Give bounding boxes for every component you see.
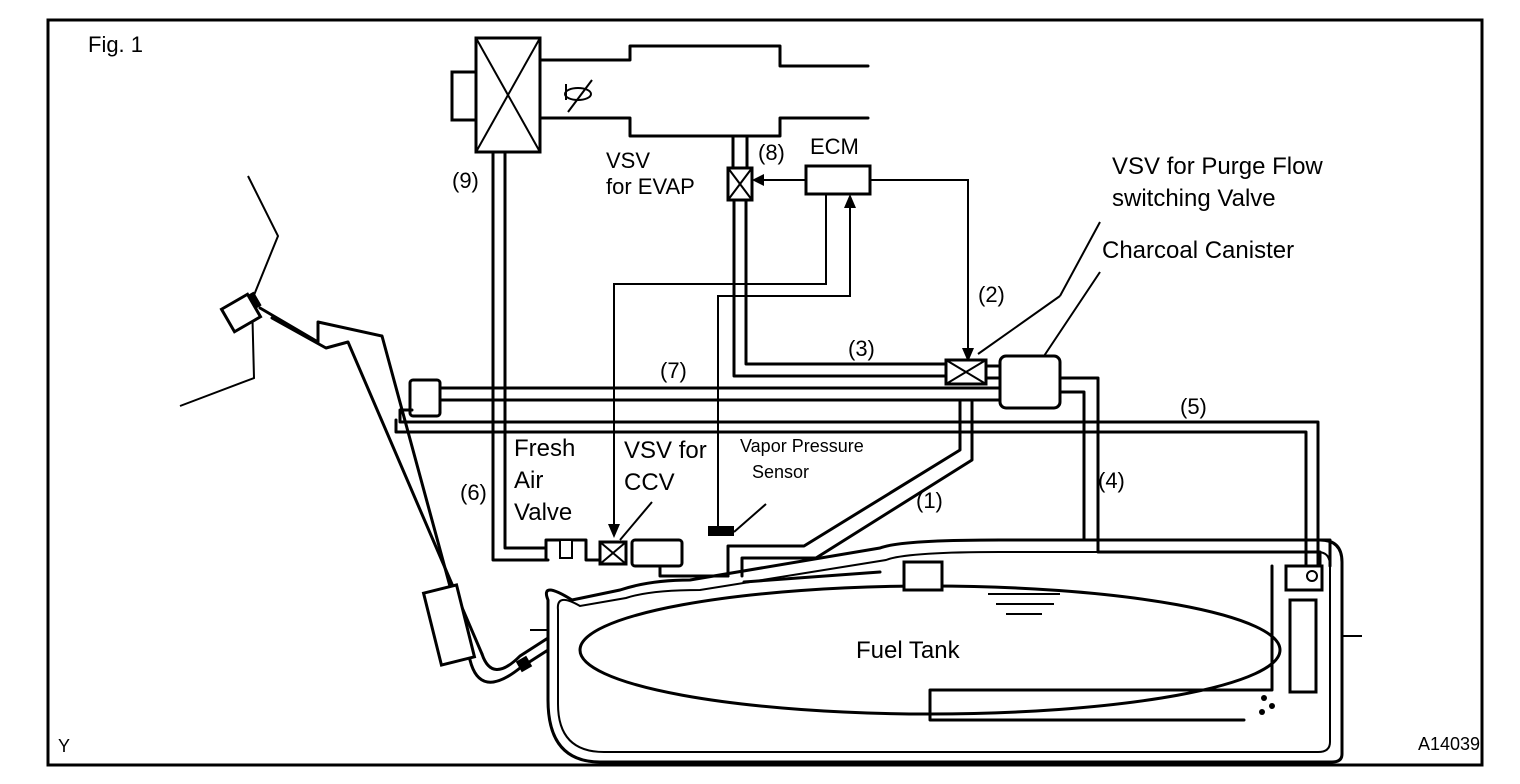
vsv-evap-label-1: VSV xyxy=(606,148,650,173)
charcoal-canister-label: Charcoal Canister xyxy=(1102,237,1294,264)
fresh-air-label-2: Air xyxy=(514,467,543,494)
vapor-sensor-label-2: Sensor xyxy=(752,462,809,482)
charcoal-canister xyxy=(998,271,1332,568)
drawing-id: A14039 xyxy=(1418,734,1480,754)
pipe-5 xyxy=(394,418,1308,568)
vsv-purge-valve xyxy=(944,221,1101,386)
pipe-label-8: (8) xyxy=(758,140,785,165)
vapor-sensor-label-1: Vapor Pressure xyxy=(740,436,864,456)
vsv-evap-valve xyxy=(726,166,754,202)
pipe-label-9: (9) xyxy=(452,168,479,193)
throttle-body xyxy=(538,44,870,138)
fresh-air-label-3: Valve xyxy=(514,499,572,526)
fresh-air-valve xyxy=(544,538,602,562)
vsv-evap-label-2: for EVAP xyxy=(606,174,695,199)
pipe-label-4: (4) xyxy=(1098,468,1125,493)
ecm-signal-wiring xyxy=(608,174,974,538)
fuel-tank xyxy=(530,538,1362,764)
pipe-9 xyxy=(491,150,550,562)
corner-code: Y xyxy=(58,736,70,756)
vsv-purge-label-1: VSV for Purge Flow xyxy=(1112,153,1323,180)
air-cleaner xyxy=(450,36,542,154)
ecm-label: ECM xyxy=(810,134,859,159)
fuel-tank-label: Fuel Tank xyxy=(856,637,961,664)
vapor-pressure-sensor xyxy=(708,503,767,536)
figure-frame xyxy=(46,18,1484,767)
figure-label: Fig. 1 xyxy=(88,32,143,57)
pipe-label-6: (6) xyxy=(460,480,487,505)
fresh-air-label-1: Fresh xyxy=(514,435,575,462)
pipe-label-1: (1) xyxy=(916,488,943,513)
pipe-label-3: (3) xyxy=(848,336,875,361)
pipe-label-5: (5) xyxy=(1180,394,1207,419)
vsv-purge-label-2: switching Valve xyxy=(1112,185,1276,212)
vsv-ccv-label-2: CCV xyxy=(624,469,675,496)
pipe-7 xyxy=(398,378,1320,568)
ecm-box xyxy=(804,164,872,196)
pipe-label-7: (7) xyxy=(660,358,687,383)
vsv-ccv-label-1: VSV for xyxy=(624,437,707,464)
filler-neck xyxy=(179,175,550,684)
pipe-8-and-3 xyxy=(731,134,948,378)
vsv-ccv-valve xyxy=(598,501,730,578)
pipe-label-2: (2) xyxy=(978,282,1005,307)
